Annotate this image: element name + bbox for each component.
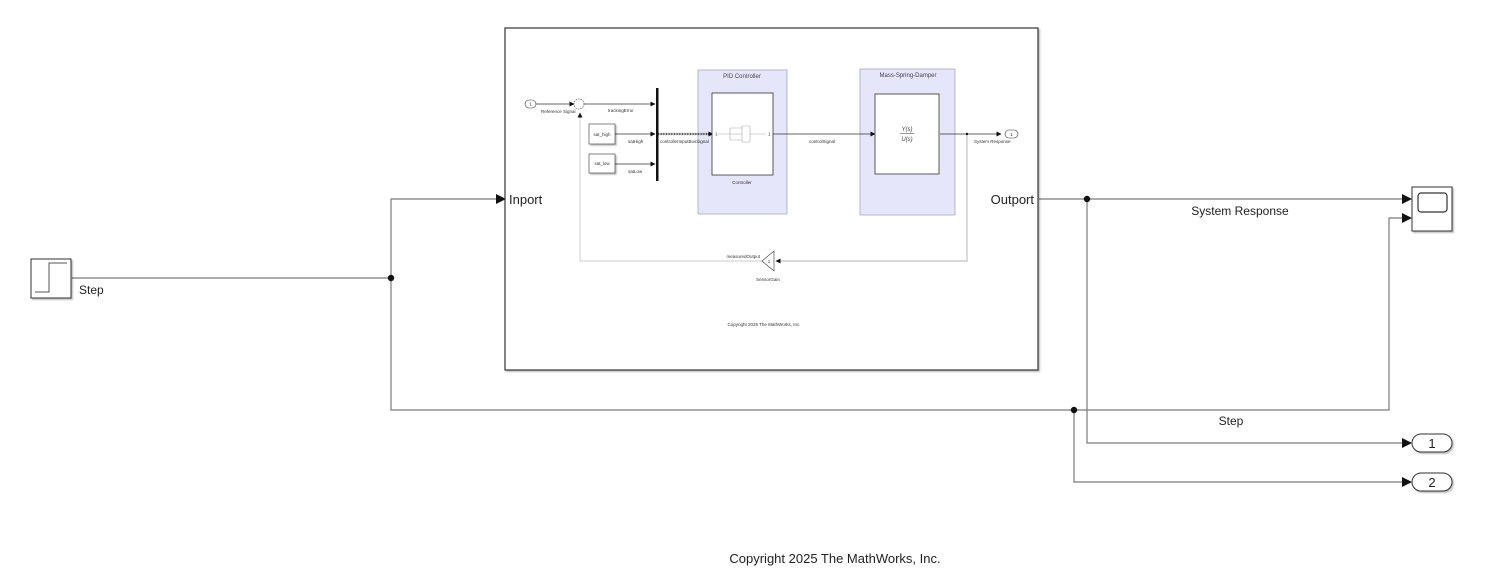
svg-text:Controller: Controller	[732, 180, 752, 185]
step-icon	[35, 262, 67, 293]
sum-block	[573, 98, 585, 110]
sat-low-constant	[588, 153, 616, 174]
pid-controller-area-title: PID Controller	[723, 74, 761, 80]
outport-2-number: 2	[1428, 475, 1435, 490]
inner-outport	[1004, 129, 1019, 139]
subsystem-inport-label: Inport	[509, 192, 543, 207]
svg-text:1: 1	[715, 132, 718, 137]
step-to-out2-line[interactable]	[1073, 410, 1412, 487]
step-block-name: Step	[79, 283, 104, 297]
svg-text:satLow: satLow	[628, 169, 643, 174]
step-block[interactable]	[30, 258, 72, 299]
subsystem-outport-label: Outport	[991, 192, 1035, 207]
branch-to-inport-line[interactable]	[390, 194, 506, 278]
branch-point	[387, 274, 395, 282]
svg-text:measuredOutput: measuredOutput	[726, 254, 760, 259]
bus-creator	[656, 88, 659, 181]
svg-text:trackingError: trackingError	[608, 108, 634, 113]
outport-1[interactable]: 1	[1411, 433, 1453, 453]
subsystem-preview: PID Controller Mass-Spring-Damper 1 Refe…	[524, 68, 1019, 327]
svg-text:System Response: System Response	[974, 139, 1011, 144]
mass-spring-damper-area-title: Mass-Spring-Damper	[879, 73, 936, 79]
step-feedthrough-line[interactable]	[390, 213, 1412, 411]
svg-text:Reference Signal: Reference Signal	[541, 109, 576, 114]
branch-point	[1083, 195, 1091, 203]
scope-block[interactable]	[1411, 186, 1453, 232]
svg-text:controlSignal: controlSignal	[809, 139, 835, 144]
system-response-signal-label: System Response	[1191, 204, 1289, 218]
sensor-gain-block	[761, 250, 775, 272]
svg-text:sat_low: sat_low	[594, 161, 610, 166]
svg-text:U(s): U(s)	[901, 137, 912, 143]
sat-high-constant	[588, 123, 616, 145]
svg-text:1: 1	[768, 259, 771, 264]
branch-point	[1070, 406, 1078, 414]
svg-text:Y(s): Y(s)	[902, 127, 913, 133]
system-response-to-out1-line[interactable]	[1086, 199, 1412, 448]
measured-output-line	[577, 112, 762, 262]
svg-text:1: 1	[768, 132, 771, 137]
svg-text:SensorGain: SensorGain	[756, 277, 780, 282]
footer-copyright: Copyright 2025 The MathWorks, Inc.	[729, 551, 940, 566]
svg-text:1: 1	[1010, 132, 1013, 137]
svg-text:controllerInputBusSignal: controllerInputBusSignal	[660, 139, 709, 144]
signal-lines	[72, 194, 1412, 487]
outport-2[interactable]: 2	[1411, 472, 1453, 492]
svg-text:sat_high: sat_high	[593, 132, 611, 137]
step-signal-label: Step	[1219, 414, 1244, 428]
transfer-fcn-block	[874, 93, 940, 175]
inner-inport	[524, 99, 537, 109]
inner-copyright: Copyright 2025 The MathWorks, Inc.	[727, 322, 800, 327]
svg-text:satHigh: satHigh	[628, 139, 644, 144]
scope-icon	[1417, 192, 1448, 213]
feedback-line	[775, 134, 968, 264]
svg-text:1: 1	[529, 102, 532, 107]
outport-1-number: 1	[1428, 436, 1435, 451]
